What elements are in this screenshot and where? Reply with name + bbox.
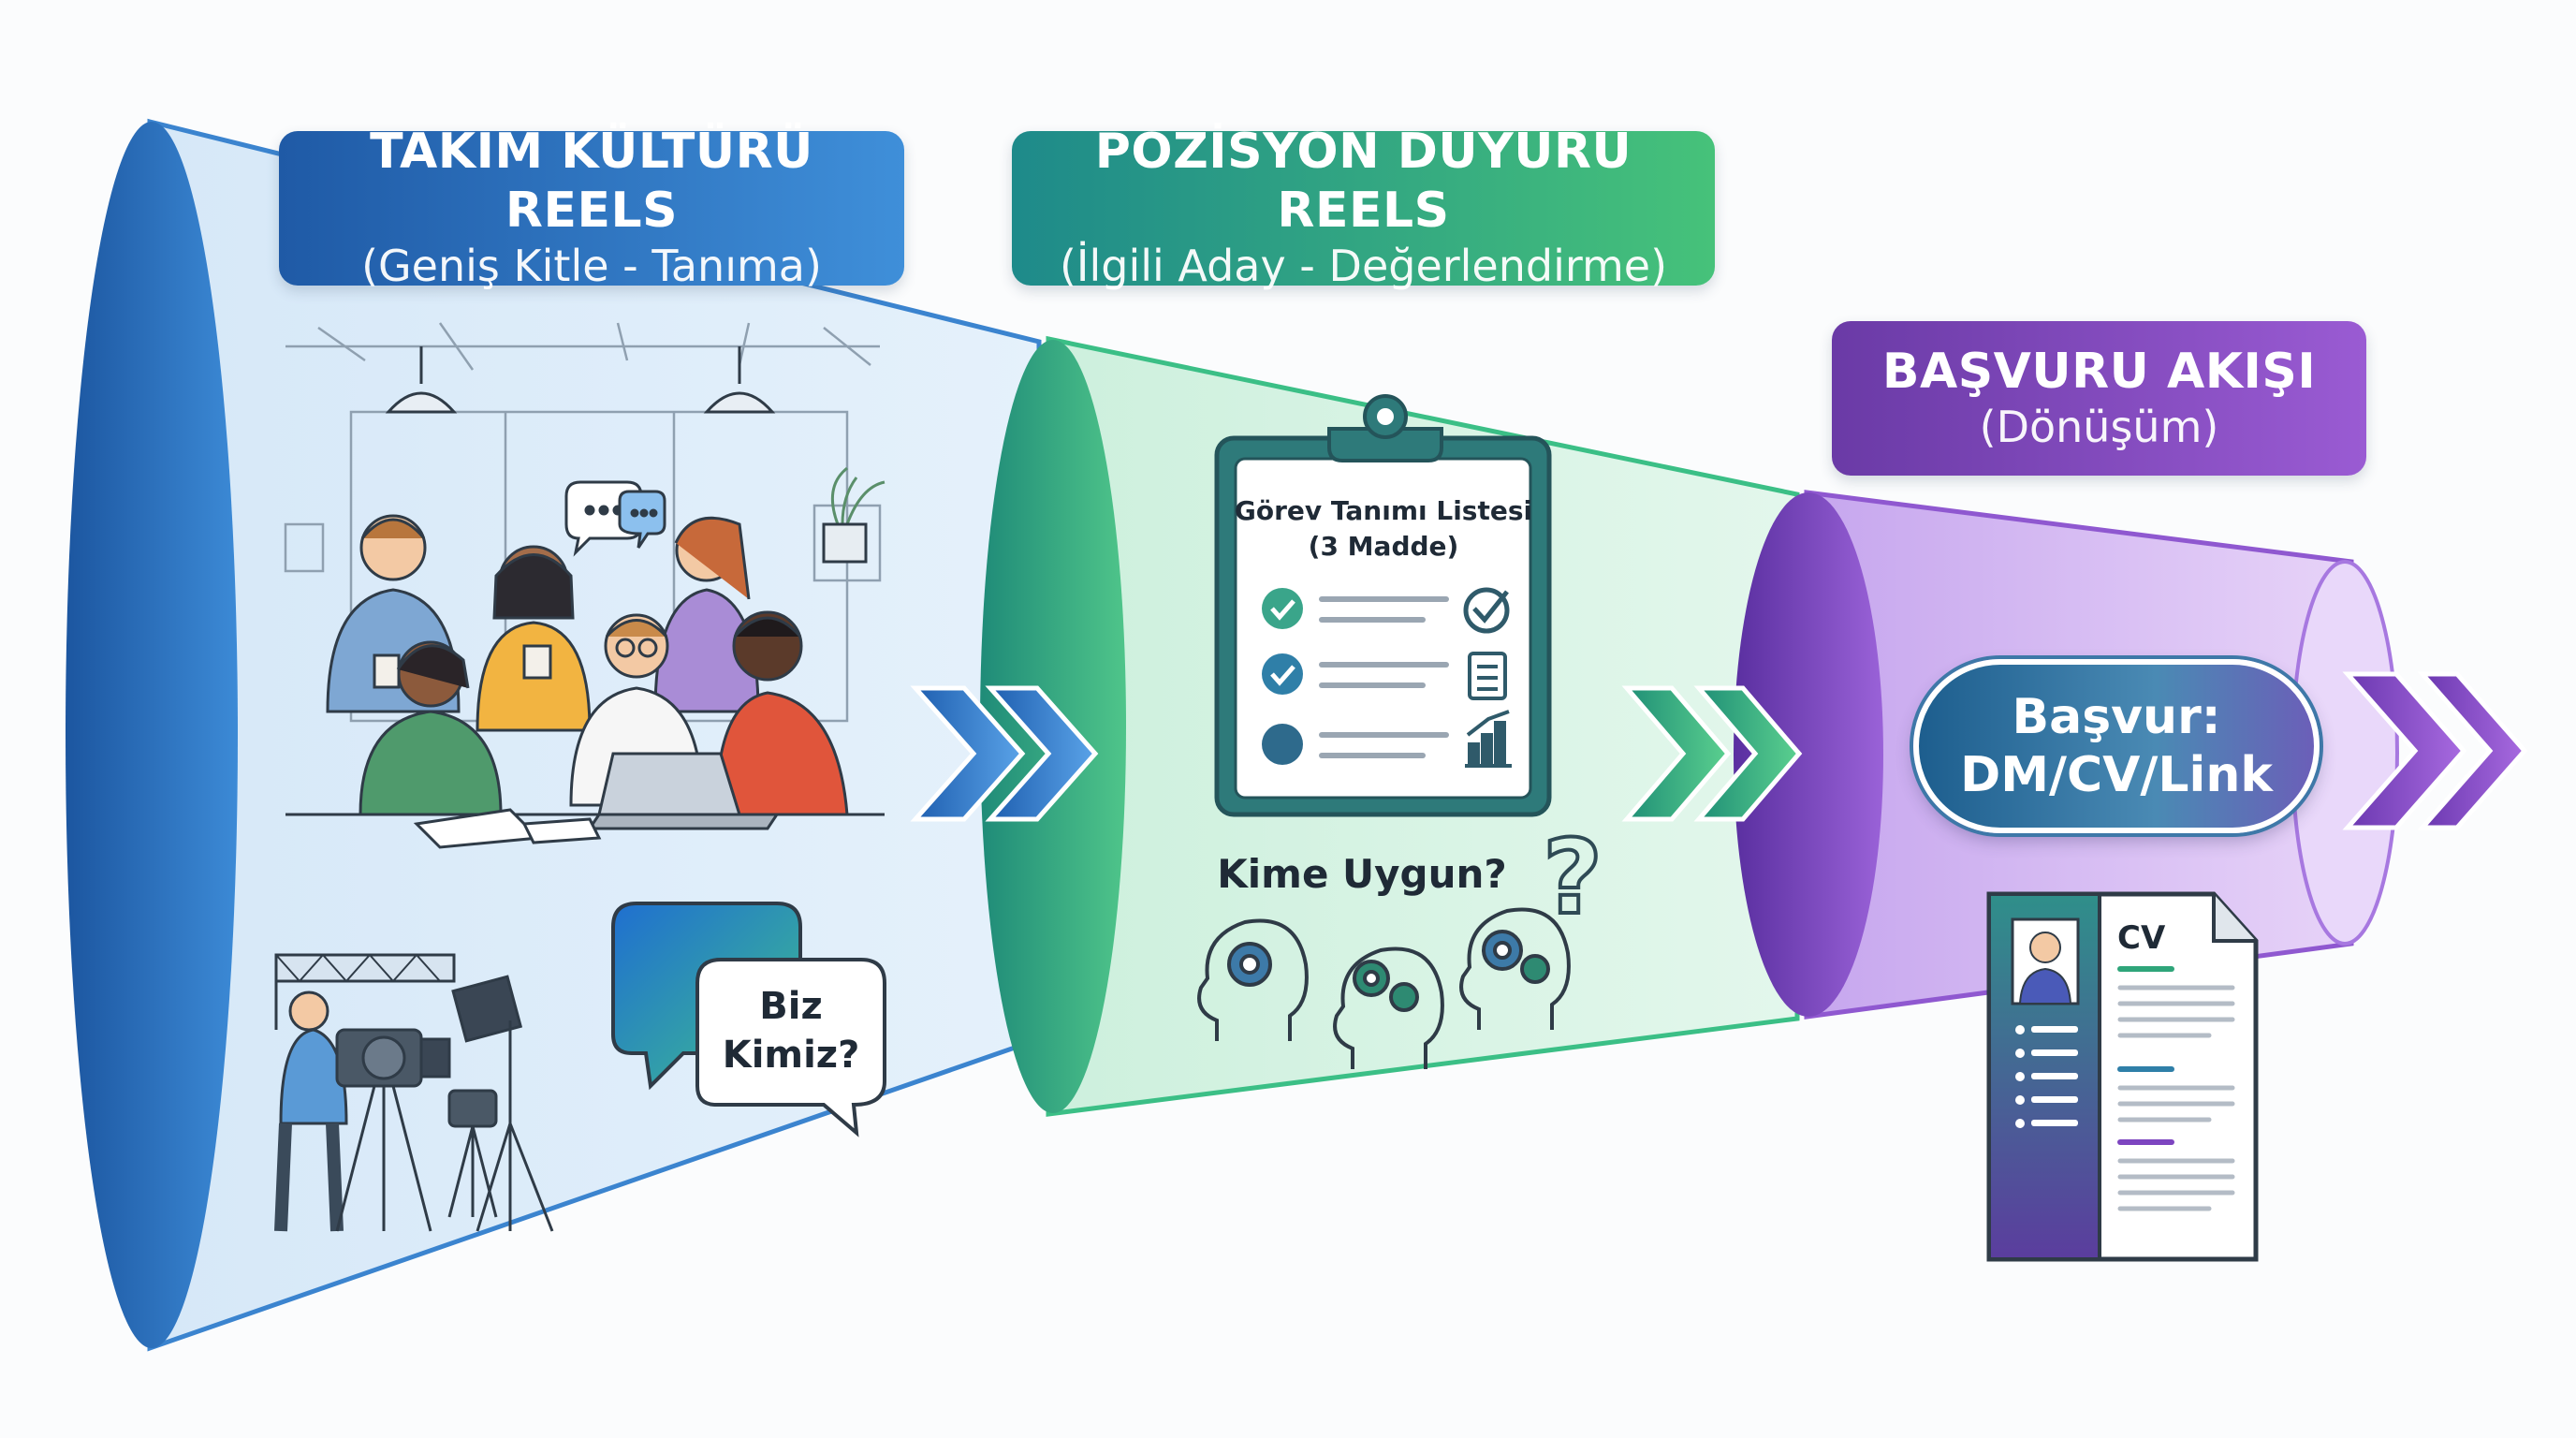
funnel-segment-1 xyxy=(66,118,1042,1352)
stage-label-team-culture: TAKIM KÜLTÜRÜ REELS (Geniş Kitle - Tanım… xyxy=(279,124,904,291)
stage-title: BAŞVURU AKIŞI xyxy=(1881,343,2317,400)
thinking-heads-icon xyxy=(1197,907,1571,1069)
bubble-text-line2: Kimiz? xyxy=(723,1034,860,1077)
speech-bubble-icon: Biz Kimiz? xyxy=(611,902,886,1137)
stage-title: TAKIM KÜLTÜRÜ REELS xyxy=(370,124,813,239)
apply-button-line1: Başvur: xyxy=(2012,688,2221,745)
checkmark-circle-icon xyxy=(1463,587,1510,634)
apply-button[interactable]: Başvur: DM/CV/Link xyxy=(1913,659,2320,833)
apply-button-line2: DM/CV/Link xyxy=(1960,747,2273,803)
cv-document-icon: CV xyxy=(1986,891,2259,1262)
chevron-arrow-2-icon xyxy=(1621,685,1803,822)
bullet-icon xyxy=(1262,724,1303,765)
stage-label-position-announcement: POZİSYON DUYURU REELS (İlgili Aday - Değ… xyxy=(1012,124,1715,291)
fit-question-text: Kime Uygun? xyxy=(1217,851,1507,897)
film-crew-illustration xyxy=(274,953,554,1232)
stage-title: POZİSYON DUYURU REELS xyxy=(1094,124,1632,239)
check-icon xyxy=(1262,653,1303,695)
clipboard-title-line1: Görev Tanımı Listesi xyxy=(1235,495,1532,526)
chevron-arrow-3-icon xyxy=(2342,671,2528,830)
stage-subtitle: (Geniş Kitle - Tanıma) xyxy=(361,241,822,292)
stage-subtitle: (Dönüşüm) xyxy=(1979,401,2219,452)
cv-label: CV xyxy=(2117,919,2166,957)
clipboard-icon: Görev Tanımı Listesi (3 Madde) xyxy=(1214,394,1552,817)
bubble-text-line1: Biz xyxy=(759,985,822,1028)
stage-subtitle: (İlgili Aday - Değerlendirme) xyxy=(1059,241,1668,292)
bar-chart-icon xyxy=(1465,710,1512,768)
chevron-arrow-1-icon xyxy=(910,685,1099,822)
team-office-illustration xyxy=(284,322,886,849)
checklist-icon xyxy=(1468,652,1507,700)
check-icon xyxy=(1262,588,1303,629)
clipboard-title-line2: (3 Madde) xyxy=(1309,531,1459,562)
stage-label-application-flow: BAŞVURU AKIŞI (Dönüşüm) xyxy=(1832,321,2366,476)
